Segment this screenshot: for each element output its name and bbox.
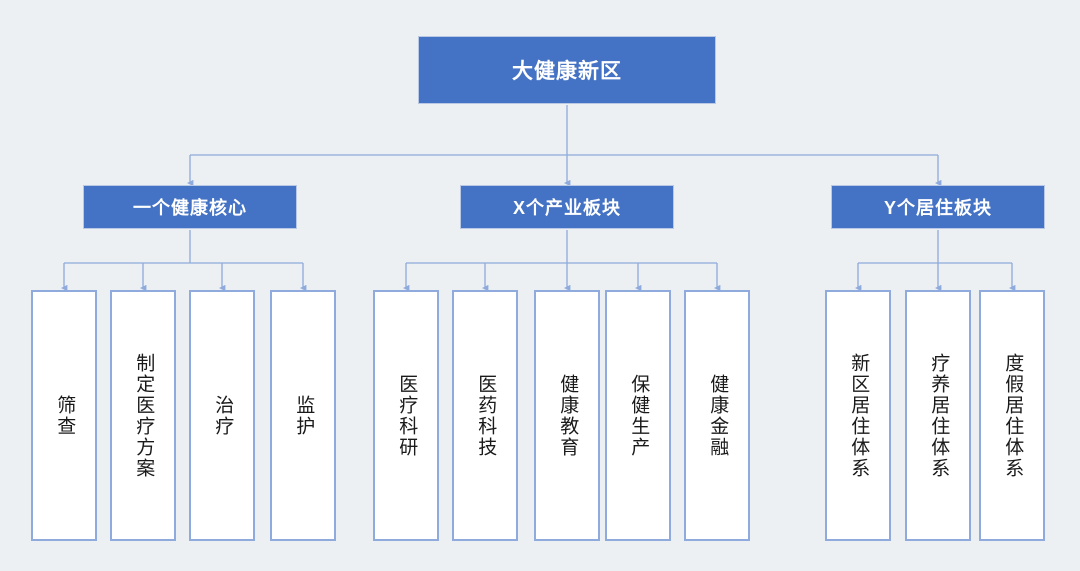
branch-node-label: 一个健康核心: [133, 198, 247, 218]
leaf-node[interactable]: 医疗科研: [373, 290, 439, 541]
branch-node-residential[interactable]: Y个居住板块: [831, 185, 1045, 229]
branch-node-label: Y个居住板块: [883, 198, 992, 218]
leaf-node[interactable]: 新区居住体系: [825, 290, 891, 541]
leaf-node-label: 保健生产: [628, 373, 650, 458]
root-node-label: 大健康新区: [512, 60, 622, 83]
root-node[interactable]: 大健康新区: [418, 36, 716, 104]
leaf-node[interactable]: 医药科技: [452, 290, 518, 541]
branch-node-label: X个产业板块: [512, 198, 621, 218]
leaf-node[interactable]: 保健生产: [605, 290, 671, 541]
leaf-node[interactable]: 度假居住体系: [979, 290, 1045, 541]
leaf-node-label: 新区居住体系: [848, 352, 870, 479]
leaf-node-label: 度假居住体系: [1002, 352, 1024, 479]
leaf-node[interactable]: 健康教育: [534, 290, 600, 541]
branch-node-health-core[interactable]: 一个健康核心: [83, 185, 297, 229]
leaf-node-label: 治疗: [212, 394, 234, 437]
leaf-node[interactable]: 制定医疗方案: [110, 290, 176, 541]
leaf-node-label: 筛查: [54, 394, 76, 437]
leaf-node-label: 制定医疗方案: [133, 352, 155, 479]
leaf-node[interactable]: 监护: [270, 290, 336, 541]
leaf-node-label: 健康金融: [707, 373, 729, 458]
leaf-node-label: 健康教育: [557, 373, 579, 458]
leaf-node-label: 疗养居住体系: [928, 352, 950, 479]
leaf-node[interactable]: 疗养居住体系: [905, 290, 971, 541]
leaf-node-label: 监护: [293, 394, 315, 437]
leaf-node-label: 医疗科研: [396, 373, 418, 458]
branch-node-industry[interactable]: X个产业板块: [460, 185, 674, 229]
leaf-node-label: 医药科技: [475, 373, 497, 458]
leaf-node[interactable]: 治疗: [189, 290, 255, 541]
leaf-node[interactable]: 健康金融: [684, 290, 750, 541]
leaf-node[interactable]: 筛查: [31, 290, 97, 541]
